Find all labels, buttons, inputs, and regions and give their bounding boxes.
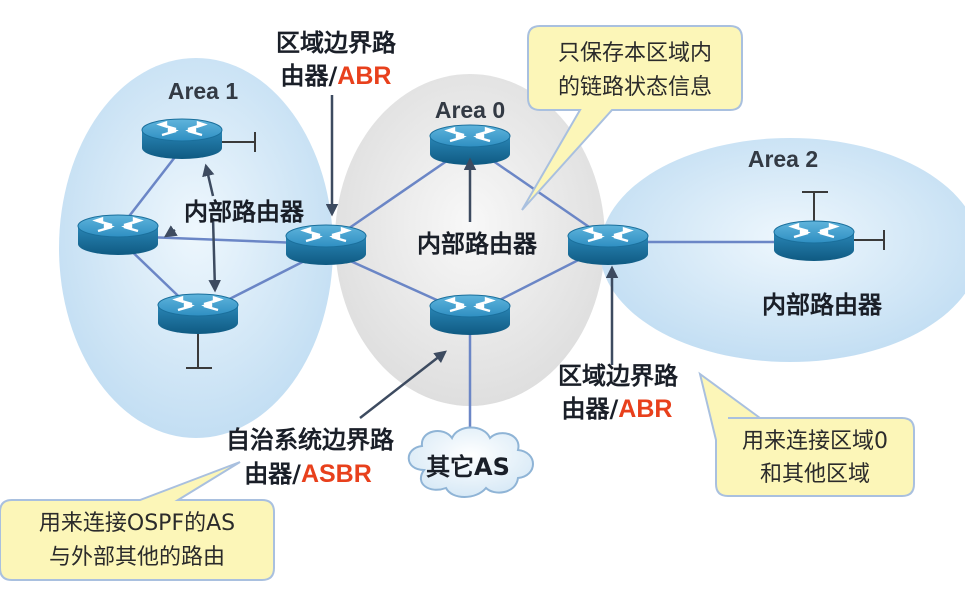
area0-region: [335, 74, 605, 406]
callout-area-info: 只保存本区域内 的链路状态信息: [521, 25, 743, 211]
asbr-red: ASBR: [301, 460, 372, 488]
router-icon: [428, 123, 512, 167]
cloud-icon: [407, 426, 534, 498]
abr-top-line2: 由器/ABR: [281, 62, 392, 90]
internal-router-label-area0: 内部路由器: [417, 230, 538, 258]
callout-asbr-note: 用来连接OSPF的AS 与外部其他的路由: [0, 461, 275, 581]
cloud-label: 其它AS: [426, 453, 510, 481]
area0-label: Area 0: [435, 97, 505, 123]
arrow-icon: [163, 95, 619, 419]
router-icon: [156, 292, 240, 336]
callout-abr-note: 用来连接区域0 和其他区域: [698, 371, 915, 497]
router-icon: [566, 223, 650, 267]
router-icon: [428, 293, 512, 337]
router-icon: [284, 223, 368, 267]
asbr-line2: 由器/ASBR: [244, 460, 372, 488]
router-icon: [772, 219, 856, 263]
internal-router-label-area2: 内部路由器: [762, 291, 883, 319]
internal-router-label-area1: 内部路由器: [184, 198, 305, 226]
area1-region: [59, 58, 333, 438]
asbr-line1: 自治系统边界路: [226, 426, 395, 454]
area1-label: Area 1: [168, 78, 239, 104]
area2-label: Area 2: [748, 146, 818, 172]
abr-top-line1: 区域边界路: [276, 29, 397, 57]
callout-area-info-line2: 的链路状态信息: [558, 75, 712, 100]
callout-abr-note-line2: 和其他区域: [760, 462, 870, 487]
callout-abr-note-line1: 用来连接区域0: [742, 429, 888, 454]
callout-area-info-line1: 只保存本区域内: [558, 41, 712, 66]
router-icon: [76, 213, 160, 257]
abr-top-prefix: 由器/: [281, 62, 338, 90]
abr-bottom-red: ABR: [618, 395, 672, 423]
asbr-prefix: 由器/: [244, 460, 301, 488]
abr-top-red: ABR: [337, 62, 391, 90]
callout-asbr-note-line1: 用来连接OSPF的AS: [39, 511, 235, 536]
abr-bottom-line2: 由器/ABR: [562, 395, 673, 423]
callout-asbr-note-line2: 与外部其他的路由: [49, 545, 225, 570]
abr-bottom-line1: 区域边界路: [558, 362, 679, 390]
router-icon: [140, 117, 224, 161]
abr-bottom-prefix: 由器/: [562, 395, 619, 423]
